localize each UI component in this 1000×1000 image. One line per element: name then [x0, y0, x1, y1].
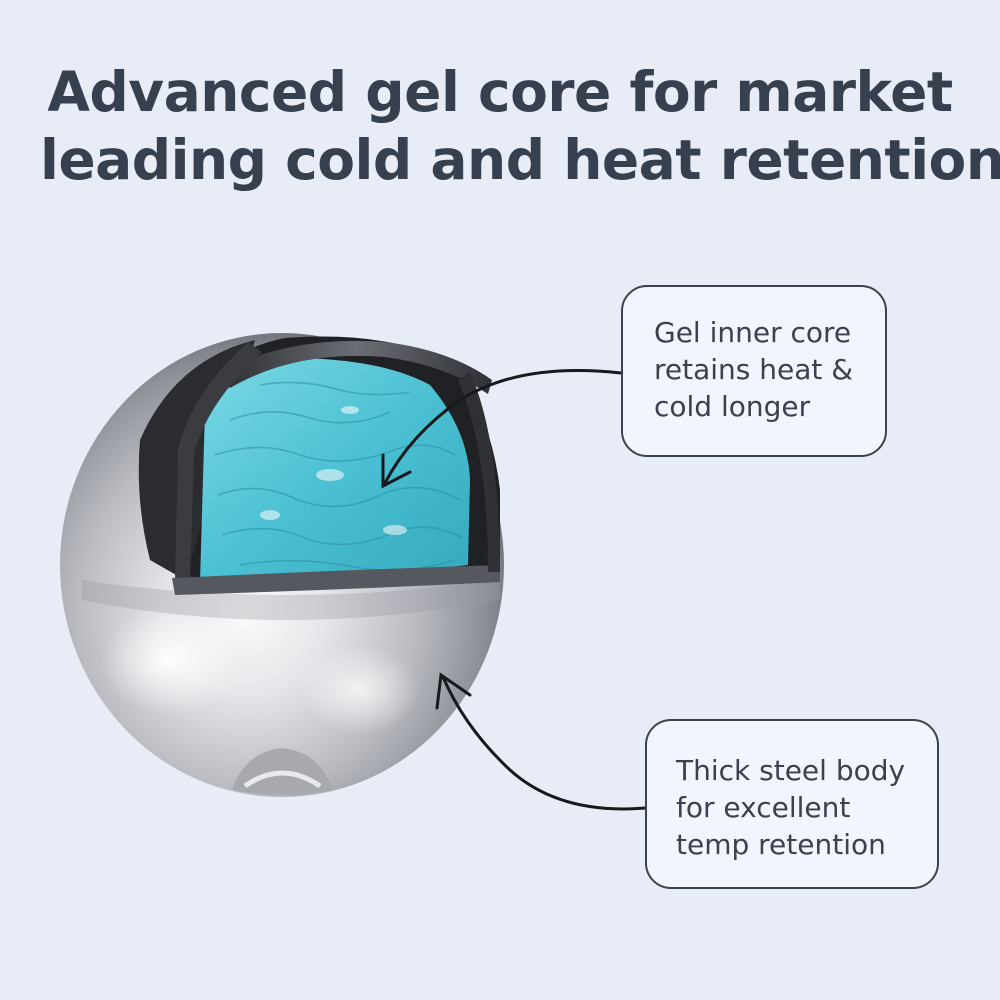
gel-core-callout-line-2: retains heat &	[654, 353, 854, 386]
gel-texture	[214, 381, 463, 572]
headline-line-2: leading cold and heat retention	[40, 128, 1000, 192]
steel-body-callout-line-2: for excellent	[676, 791, 851, 824]
gel-core-callout-line-3: cold longer	[654, 390, 811, 423]
cutaway-rim-bottom	[172, 565, 500, 595]
headline: Advanced gel core for market leading col…	[40, 58, 1000, 194]
steel-reflection-right	[300, 645, 420, 735]
gel-core-callout-line-1: Gel inner core	[654, 316, 852, 349]
gel-core-arrow	[381, 369, 623, 489]
steel-shadow-band	[82, 580, 500, 620]
cutaway-rim-right	[458, 372, 500, 572]
headline-line-1: Advanced gel core for market	[47, 60, 953, 124]
steel-foot-highlight	[243, 770, 322, 789]
steel-body-arrow	[435, 672, 647, 811]
steel-body-callout-line-1: Thick steel body	[676, 754, 906, 787]
steel-body-callout: Thick steel body for excellent temp rete…	[645, 719, 939, 889]
steel-body-callout-line-3: temp retention	[676, 828, 886, 861]
cutaway-rim-top	[220, 340, 492, 394]
gel-sparkles	[260, 406, 407, 535]
gel-core-callout: Gel inner core retains heat & cold longe…	[621, 285, 887, 457]
cutaway-rim-vertical	[175, 342, 262, 582]
steel-reflection	[100, 605, 240, 715]
